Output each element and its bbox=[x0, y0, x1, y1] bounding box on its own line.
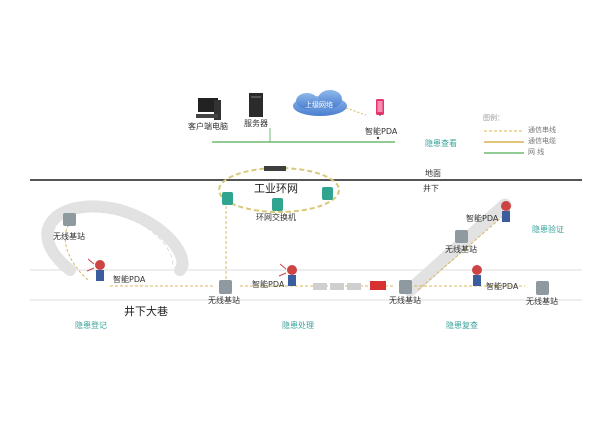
client-pc-icon bbox=[196, 98, 221, 120]
ring-switch-top-icon bbox=[264, 166, 286, 171]
client-pc-label: 客户端电脑 bbox=[188, 122, 228, 131]
workflow-register: 隐患登记 bbox=[75, 321, 107, 330]
legend-item-1: 通信串线 bbox=[528, 126, 556, 134]
pda-1-label: 智能PDA bbox=[113, 275, 146, 284]
station-ramp-label: 无线基站 bbox=[445, 245, 477, 254]
check-label: 隐患查看 bbox=[425, 139, 457, 148]
legend-title: 图例： bbox=[483, 114, 504, 122]
station-1-label: 无线基站 bbox=[208, 296, 240, 305]
pda-3-label: 智能PDA bbox=[466, 214, 499, 223]
ring-node-icons bbox=[222, 187, 333, 211]
pda-top-label: 智能PDA bbox=[365, 127, 398, 136]
cloud-icon bbox=[293, 90, 347, 116]
tunnel-main-label: 井下大巷 bbox=[124, 305, 168, 318]
workflow-handle: 隐患处理 bbox=[282, 321, 314, 330]
station-3-label: 无线基站 bbox=[526, 297, 558, 306]
pda-phone-icon bbox=[376, 99, 384, 116]
server-label: 服务器 bbox=[244, 119, 268, 128]
workflow-recheck: 隐患验证 bbox=[532, 225, 564, 234]
legend-item-2: 通信电缆 bbox=[528, 137, 556, 145]
station-2-label: 无线基站 bbox=[389, 296, 421, 305]
pda-2-label: 智能PDA bbox=[252, 280, 285, 289]
surface-label: 地面 bbox=[425, 169, 441, 178]
ring-title: 工业环网 bbox=[254, 182, 298, 195]
worker-icons bbox=[86, 201, 511, 286]
mine-train-icon bbox=[313, 281, 386, 290]
workflow-review: 隐患复查 bbox=[446, 321, 478, 330]
base-station-icons bbox=[63, 213, 549, 295]
server-icon bbox=[249, 93, 263, 117]
underground-label: 井下 bbox=[423, 184, 439, 193]
legend-item-3: 网 线 bbox=[528, 148, 545, 156]
cloud-label: 上级网络 bbox=[305, 101, 333, 109]
pda-4-label: 智能PDA bbox=[486, 282, 519, 291]
station-left-label: 无线基站 bbox=[53, 232, 85, 241]
ring-switch-label: 环网交换机 bbox=[256, 213, 296, 222]
